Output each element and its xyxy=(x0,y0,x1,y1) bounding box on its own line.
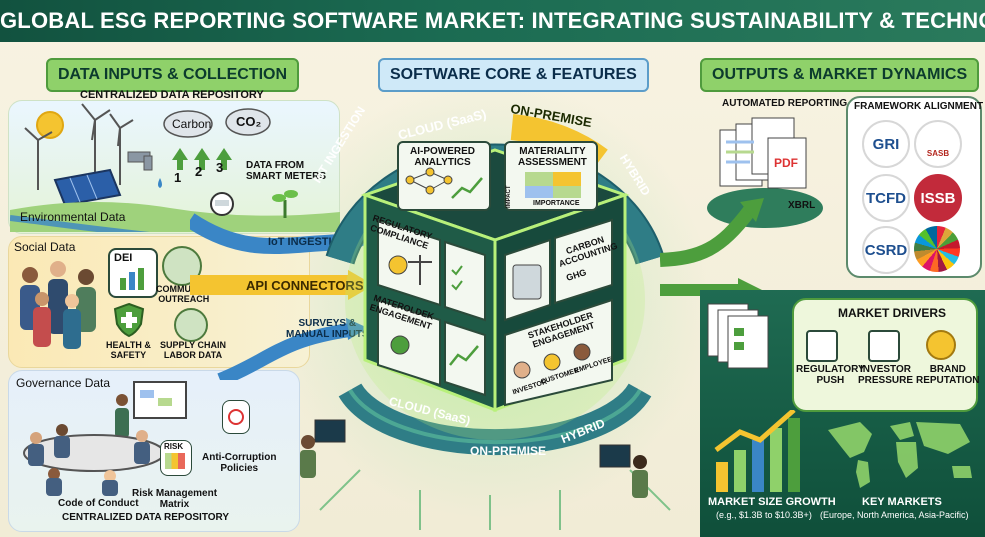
health-safety-shield-icon xyxy=(113,302,145,338)
risk-matrix-card: RISK xyxy=(160,440,192,476)
issb-logo: ISSB xyxy=(914,174,962,222)
driver-brand-label: BRAND REPUTATION xyxy=(916,364,980,386)
outputs-header: OUTPUTS & MARKET DYNAMICS xyxy=(700,58,980,92)
sdg-wheel-icon xyxy=(914,226,960,272)
checklist-icon xyxy=(451,265,463,291)
software-core-diagram xyxy=(300,114,671,530)
csrd-logo: CSRD xyxy=(862,226,910,274)
market-size-growth-note: (e.g., $1.3B to $10.3B+) xyxy=(716,510,812,520)
dei-chart-card: DEI xyxy=(108,248,158,298)
centralized-repo-top: CENTRALIZED DATA REPOSITORY xyxy=(80,89,264,101)
api-connectors-arrow-label: API CONNECTORS xyxy=(246,278,364,293)
risk-matrix-grid-icon xyxy=(165,453,185,469)
community-outreach-icon xyxy=(162,246,202,286)
surveys-arrow-label: SURVEYS & MANUAL INPUTS xyxy=(286,318,369,340)
supply-chain-label: SUPPLY CHAIN LABOR DATA xyxy=(160,340,227,360)
key-markets-note: (Europe, North America, Asia-Pacific) xyxy=(820,510,969,520)
code-of-conduct-label: Code of Conduct xyxy=(58,498,139,509)
driver-investor-label: INVESTOR PRESSURE xyxy=(858,364,914,386)
market-size-growth-title: MARKET SIZE GROWTH xyxy=(708,496,836,508)
no-symbol-icon xyxy=(228,409,244,425)
data-flow-arrows xyxy=(190,213,374,380)
dei-bar-chart-icon xyxy=(120,268,144,290)
gri-logo: GRI xyxy=(862,120,910,168)
analyst-at-terminal-right xyxy=(599,444,648,498)
importance-axis-label: IMPORTANCE xyxy=(533,200,580,207)
ring-label-onpremise-bottom: ON-PREMISE xyxy=(470,444,547,458)
meeting-table-illustration xyxy=(23,381,187,496)
plant-icon xyxy=(272,190,298,218)
carbon-label: Carbon xyxy=(172,117,212,131)
carbon-cloud-icon xyxy=(163,108,271,138)
investor-pressure-icon xyxy=(868,330,900,362)
neural-network-icon xyxy=(405,167,453,195)
market-drivers-title: MARKET DRIVERS xyxy=(838,306,947,320)
environmental-illustration xyxy=(10,103,340,232)
risk-card-label: RISK xyxy=(164,442,184,451)
impact-axis-label: IMPACT xyxy=(506,185,512,208)
anti-corruption-doc xyxy=(222,400,250,434)
framework-title: FRAMEWORK ALIGNMENT xyxy=(854,101,984,112)
social-data-title: Social Data xyxy=(14,240,76,254)
ai-analytics-label: AI-POWERED ANALYTICS xyxy=(410,146,475,168)
brand-reputation-icon xyxy=(926,330,956,360)
centralized-repo-bottom: CENTRALIZED DATA REPOSITORY xyxy=(62,512,230,523)
pdf-label: PDF xyxy=(774,156,798,170)
tcfd-logo: TCFD xyxy=(862,174,910,222)
sasb-logo: SASB xyxy=(914,120,962,168)
co2-label: CO₂ xyxy=(236,114,262,129)
gear-icon-2 xyxy=(390,335,410,355)
anti-corruption-label: Anti-Corruption Policies xyxy=(202,452,277,474)
sun-icon xyxy=(36,111,64,139)
iot-ingestion-arrow-label: IoT INGESTION xyxy=(268,236,349,248)
smart-meter-note: DATA FROM SMART METERS xyxy=(246,160,326,182)
key-markets-title: KEY MARKETS xyxy=(862,496,942,508)
materiality-label: MATERIALITY ASSESSMENT xyxy=(518,146,587,168)
smart-meter-icon xyxy=(210,192,234,216)
calculator-icon xyxy=(512,264,542,300)
scales-icon xyxy=(408,255,432,285)
faucet-icon xyxy=(127,151,162,188)
data-inputs-header: DATA INPUTS & COLLECTION xyxy=(46,58,300,92)
xbrl-label: XBRL xyxy=(788,200,816,211)
solar-panel-icon xyxy=(53,168,122,207)
automated-reporting-label: AUTOMATED REPORTING xyxy=(722,98,848,109)
env-number-3: 3 xyxy=(216,160,224,175)
env-number-2: 2 xyxy=(195,164,203,179)
health-safety-label: HEALTH & SAFETY xyxy=(106,340,151,360)
title-bar xyxy=(0,0,985,42)
drivers-documents-illustration xyxy=(707,303,769,369)
environmental-data-title: Environmental Data xyxy=(20,210,126,224)
gear-icon xyxy=(388,255,408,275)
world-map-icon xyxy=(828,422,972,488)
driver-regulatory-label: REGULATORY PUSH xyxy=(796,364,865,386)
analyst-at-terminal-left xyxy=(300,419,346,478)
risk-management-label: Risk Management Matrix xyxy=(132,488,218,510)
people-group-illustration xyxy=(20,261,96,349)
rising-arrows-icon xyxy=(172,148,232,170)
env-number-1: 1 xyxy=(174,170,182,185)
supply-chain-worker-icon xyxy=(174,308,208,342)
regulatory-push-icon xyxy=(806,330,838,362)
stakeholder-people-icon xyxy=(513,343,591,379)
governance-data-title: Governance Data xyxy=(16,376,111,390)
software-core-header: SOFTWARE CORE & FEATURES xyxy=(378,58,649,92)
page-title: GLOBAL ESG REPORTING SOFTWARE MARKET: IN… xyxy=(0,8,985,33)
dei-label: DEI xyxy=(114,252,133,264)
community-outreach-label: COMMUNITY OUTREACH xyxy=(156,284,212,304)
materiality-matrix-icon xyxy=(525,172,581,198)
market-growth-bars-icon xyxy=(714,410,800,492)
sasb-label: SASB xyxy=(926,148,950,158)
